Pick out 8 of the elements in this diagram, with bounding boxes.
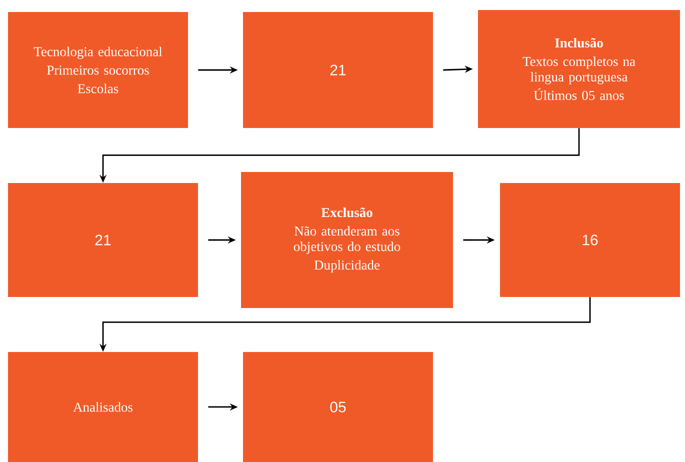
process-box: 05 <box>243 352 433 462</box>
process-box: 21 <box>243 12 433 128</box>
process-box: Analisados <box>8 352 198 462</box>
process-box: 21 <box>8 183 198 297</box>
process-box: 16 <box>500 183 680 297</box>
process-box: Inclusão Textos completos na lingua portuguesa Últimos 05 anos <box>478 10 680 128</box>
process-box: Tecnologia educacional Primeiros socorros Escolas <box>8 12 188 128</box>
process-box: Exclusão Não atenderam aos objetivos do estudo Duplicidade <box>241 172 453 308</box>
